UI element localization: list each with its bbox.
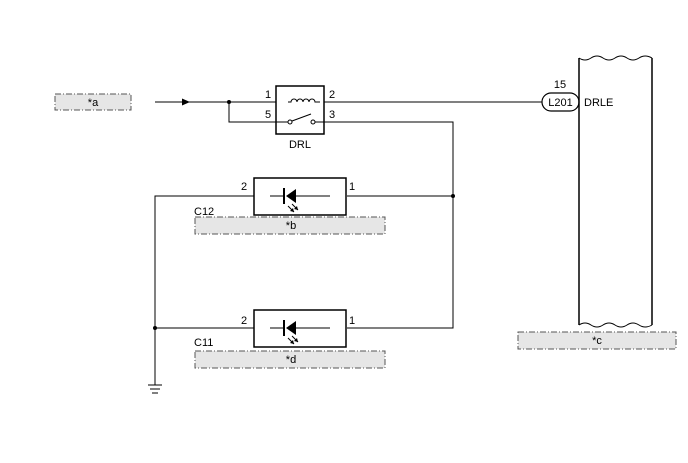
led-icon-lower — [286, 321, 296, 335]
lamp-c12-code: C12 — [194, 206, 214, 218]
connector-l201: L201 15 DRLE — [541, 79, 613, 112]
relay-pin-2: 2 — [329, 89, 335, 101]
lamp-c12-pin-right: 1 — [349, 181, 355, 193]
relay-pin-1: 1 — [265, 89, 271, 101]
relay-contact-right — [310, 119, 316, 125]
note-b: *b — [194, 216, 386, 235]
lamp-c11-pin-right: 1 — [349, 315, 355, 327]
led-icon-upper — [286, 189, 296, 203]
lamp-c11: 2 1 C11 — [194, 309, 355, 349]
relay-switch-blade-icon — [291, 113, 312, 122]
lamp-c12: 2 1 C12 — [194, 177, 355, 218]
junction-dot-ground — [153, 326, 157, 330]
note-a: *a — [54, 93, 132, 111]
relay-name: DRL — [289, 139, 311, 151]
relay-pin5-wire — [228, 102, 276, 123]
relay-pin-5: 5 — [265, 109, 271, 121]
lamp-c11-pin-left: 2 — [241, 315, 247, 327]
relay-contact-left — [287, 119, 293, 125]
lamp-c12-pin-left: 2 — [241, 181, 247, 193]
ecu-block — [578, 55, 653, 328]
connector-pin: 15 — [554, 79, 566, 91]
connector-code: L201 — [548, 97, 572, 109]
relay-coil-icon — [288, 98, 320, 103]
note-b-label: *b — [286, 220, 296, 232]
ecu-break-top — [578, 55, 653, 61]
ground-wire — [154, 195, 254, 385]
note-c-label: *c — [592, 335, 602, 347]
ground-icon — [148, 384, 162, 394]
relay-pin-3: 3 — [329, 109, 335, 121]
ecu-break-bottom — [578, 322, 653, 328]
note-a-label: *a — [88, 97, 99, 109]
input-arrow-icon — [182, 98, 190, 106]
note-c: *c — [517, 331, 677, 350]
connector-signal: DRLE — [584, 97, 613, 109]
junction-dot-lamps — [451, 194, 455, 198]
lamp-c11-code: C11 — [194, 337, 213, 349]
lamp-feed-wire — [324, 121, 454, 329]
note-d: *d — [194, 350, 386, 369]
drl-relay: 1 2 5 3 DRL — [265, 85, 335, 151]
note-d-label: *d — [286, 354, 296, 366]
